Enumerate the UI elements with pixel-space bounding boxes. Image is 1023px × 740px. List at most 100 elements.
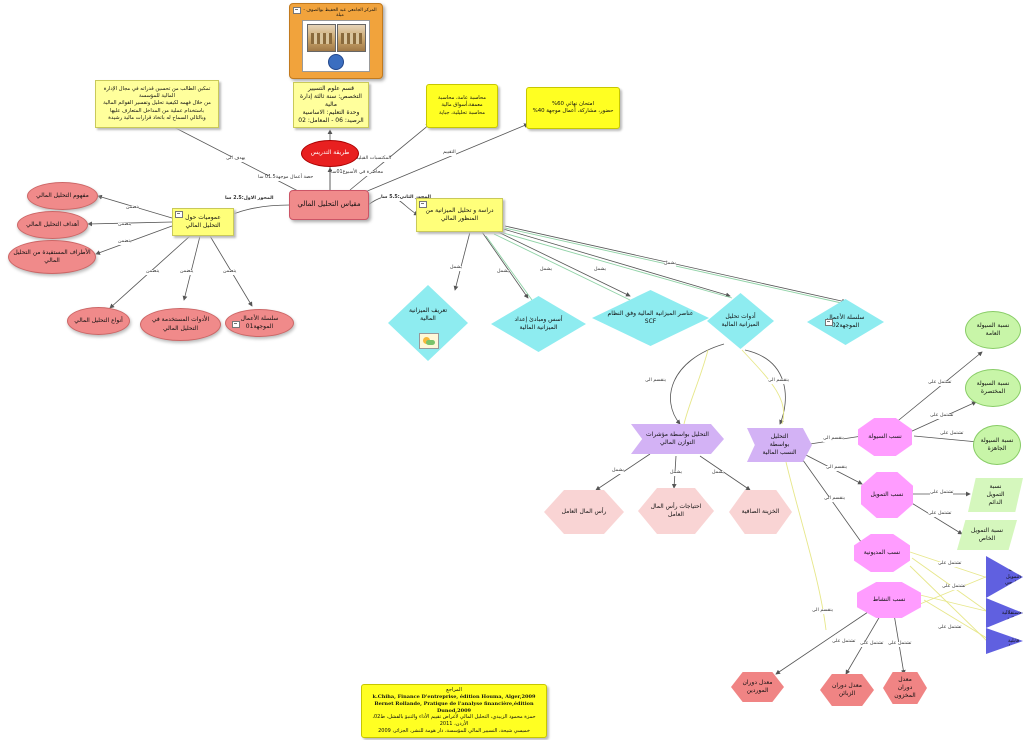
goal-note[interactable]: تمكين الطالب من تحسين قدراته في مجال الإ… <box>95 80 219 128</box>
edge-label-g2-1: تشتمل على <box>930 490 954 496</box>
evaluation-note[interactable]: امتحان نهائي 60% حضور، مشاركة، أعمال موج… <box>526 87 620 129</box>
axis1-child-4[interactable]: أنواع التحليل المالي <box>67 307 130 335</box>
logo-icon <box>328 54 344 70</box>
axis1-child-1[interactable]: مفهوم التحليل المالي <box>27 182 98 210</box>
header-card[interactable]: المركز الجامعي عبد الحفيظ بوالصوف - ميلة <box>289 3 383 79</box>
edge-label-a1-6: يتضمن <box>223 269 237 275</box>
axis1-child-2[interactable]: أهداف التحليل المالي <box>17 211 88 239</box>
axis2-attachment-icon[interactable] <box>419 201 427 208</box>
axis1-child-4-label: أنواع التحليل المالي <box>74 316 123 324</box>
ratio-group-financing[interactable]: نسب التمويل <box>861 472 913 518</box>
edge-label-r-1: ينقسم الى <box>823 436 844 442</box>
edge-label-g4-1: تشتمل على <box>832 639 856 645</box>
axis2-child-3-label: عناصر الميزانية المالية وفق النظام SCF <box>607 309 694 325</box>
ratio-group-debt[interactable]: نسب المديونية <box>854 534 910 572</box>
activity-child-1[interactable]: معدل دوران المخزون <box>883 672 927 704</box>
activity-child-3[interactable]: معدل دوران الموردين <box>731 672 784 702</box>
eval-line-1: امتحان نهائي 60% <box>551 100 595 107</box>
edge-label-prereq: المكتسبات القبلية <box>356 156 392 162</box>
edge-label-g3-3: تشتمل على <box>938 625 962 631</box>
ratio-group-activity-label: نسب النشاط <box>872 595 906 603</box>
axis1-child-5[interactable]: الأدوات المستخدمة في التحليل المالي <box>140 308 221 341</box>
prereq-line-1: محاسبة عامة، محاسبة معمقة،أسواق مالية <box>437 95 486 109</box>
edge-axis2-c2 <box>481 231 529 299</box>
goal-line-3: باستخدام عملية من المداخل المتعارف عليها <box>110 107 205 114</box>
edge-axis2-c4 <box>499 227 731 298</box>
liquidity-child-3[interactable]: نسبة السيولة الجاهزة <box>973 425 1021 465</box>
axis1-attachment-icon[interactable] <box>175 211 183 218</box>
equilibria-child-3-label: الخزينة الصافية <box>741 507 780 515</box>
ratio-group-liquidity[interactable]: نسب السيولة <box>858 418 912 456</box>
axis2-child-4-label: أدوات تحليل الميزانية المالية <box>721 312 760 328</box>
edge-light-2 <box>499 231 733 299</box>
edge-label-r-4: ينقسم الى <box>812 608 833 614</box>
edge-center-axis1 <box>225 204 291 219</box>
edge-light-3 <box>493 233 631 301</box>
financing-child-1[interactable]: نسبة التمويل الدائم <box>968 478 1023 512</box>
edge-axis2-c3 <box>493 229 631 297</box>
edge-label-g3-2: تشتمل على <box>942 584 966 590</box>
equilibria-chevron[interactable]: التحليل بواسطة مؤشرات التوازن المالي <box>631 424 724 454</box>
edge-label-hours2: حصة أعمال موجهة01.5 سا <box>258 175 314 181</box>
edge-yellow-3 <box>785 461 827 631</box>
edge-label-a1-3: يتضمن <box>118 239 132 245</box>
liquidity-child-2[interactable]: نسبة السيولة المختصرة <box>965 369 1021 407</box>
axis1-child-6[interactable]: سلسلة الأعمال الموجهة01 <box>225 309 294 337</box>
edge-yellow-8 <box>923 599 991 641</box>
edge-axis1-c3 <box>95 225 173 255</box>
edge-label-axis2: المحور الثاني:5.5 سا <box>381 195 432 201</box>
edge-label-axis1: المحور الاول:2.5 سا <box>225 196 274 202</box>
edge-light-4 <box>485 235 533 301</box>
eval-line-2: حضور، مشاركة، أعمال موجهة 40% <box>532 108 614 114</box>
edge-label-tools-ratio: ينقسم الى <box>768 378 789 384</box>
axis1-node[interactable]: عموميات حول التحليل المالي <box>172 208 234 236</box>
ratios-chevron[interactable]: التحليل بواسطة النسب المالية <box>747 428 812 462</box>
dept-line-1: قسم علوم التسيير <box>308 84 354 92</box>
axis2-child-5-attachment-icon[interactable] <box>825 319 833 326</box>
equilibria-label: التحليل بواسطة مؤشرات التوازن المالي <box>646 430 709 446</box>
financing-child-1-label: نسبة التمويل الدائم <box>986 482 1005 507</box>
axis2-node[interactable]: دراسة و تحليل الميزانية من المنظور المال… <box>416 198 503 232</box>
activity-child-2-label: معدل دوران الزبائن <box>831 681 863 697</box>
axis1-child-2-label: أهداف التحليل المالي <box>26 220 79 228</box>
ratio-group-financing-label: نسب التمويل <box>870 490 904 498</box>
equilibria-child-2-label: احتياجات رأس المال العامل <box>650 502 702 518</box>
activity-child-3-label: معدل دوران الموردين <box>742 678 773 694</box>
attachment-icon[interactable] <box>293 7 301 14</box>
goal-line-2: من خلال فهمه لكيفية تحليل وتفسير القوائم… <box>103 100 211 107</box>
axis1-child-3[interactable]: الأطراف المستفيدة من التحليل المالي <box>8 240 96 274</box>
building-photo-2 <box>337 24 366 52</box>
edge-label-r-2: ينقسم الى <box>826 465 847 471</box>
edge-label-tools-eq: ينقسم الى <box>645 378 666 384</box>
edge-label-a2-3: يشمل <box>540 267 553 273</box>
building-photo <box>307 24 336 52</box>
references-note[interactable]: المراجع k.Chiha, Finance D'entreprise, é… <box>361 684 547 738</box>
edge-g1-c3 <box>913 435 979 445</box>
axis1-label: عموميات حول التحليل المالي <box>185 213 221 229</box>
edge-label-g1-2: تشتمل على <box>930 413 954 419</box>
financing-child-2[interactable]: نسبة التمويل الخاص <box>957 520 1017 550</box>
ratio-group-debt-label: نسب المديونية <box>863 548 901 556</box>
financing-child-2-label: نسبة التمويل الخاص <box>970 526 1004 542</box>
goal-line-4: وبالتالي السماح له باتخاذ قرارات مالية ر… <box>108 114 206 121</box>
teaching-method-label: طريقة التدريس <box>310 149 350 157</box>
reference-3: حمزة محمود الزبيدي، التحليل المالي لأغرا… <box>372 714 536 728</box>
teaching-method-node[interactable]: طريقة التدريس <box>301 140 359 167</box>
axis1-child-3-label: الأطراف المستفيدة من التحليل المالي <box>13 248 91 264</box>
prerequisites-note[interactable]: محاسبة عامة، محاسبة معمقة،أسواق مالية مح… <box>426 84 498 128</box>
edge-axis2-c1 <box>453 231 471 291</box>
liquidity-child-1[interactable]: نسبة السيولة العامة <box>965 311 1021 349</box>
central-topic[interactable]: مقياس التحليل المالي <box>289 190 369 220</box>
ratio-group-activity[interactable]: نسب النشاط <box>857 582 921 618</box>
axis1-child-5-label: الأدوات المستخدمة في التحليل المالي <box>151 316 210 332</box>
central-topic-label: مقياس التحليل المالي <box>297 200 361 209</box>
dept-line-3: وحدة التعليم: الاساسية <box>302 109 360 117</box>
edge-label-g1-1: تشتمل على <box>928 380 952 386</box>
edge-label-g4-2: تشتمل على <box>860 641 884 647</box>
axis1-child-6-attachment-icon[interactable] <box>232 321 240 328</box>
goal-line-1: تمكين الطالب من تحسين قدراته في مجال الإ… <box>103 86 211 100</box>
equilibria-child-2[interactable]: احتياجات رأس المال العامل <box>638 488 714 534</box>
dept-line-2: التخصص: سنة ثالثة إدارة مالية <box>300 92 362 108</box>
activity-child-2[interactable]: معدل دوران الزبائن <box>820 674 874 706</box>
department-note[interactable]: قسم علوم التسيير التخصص: سنة ثالثة إدارة… <box>293 82 369 128</box>
